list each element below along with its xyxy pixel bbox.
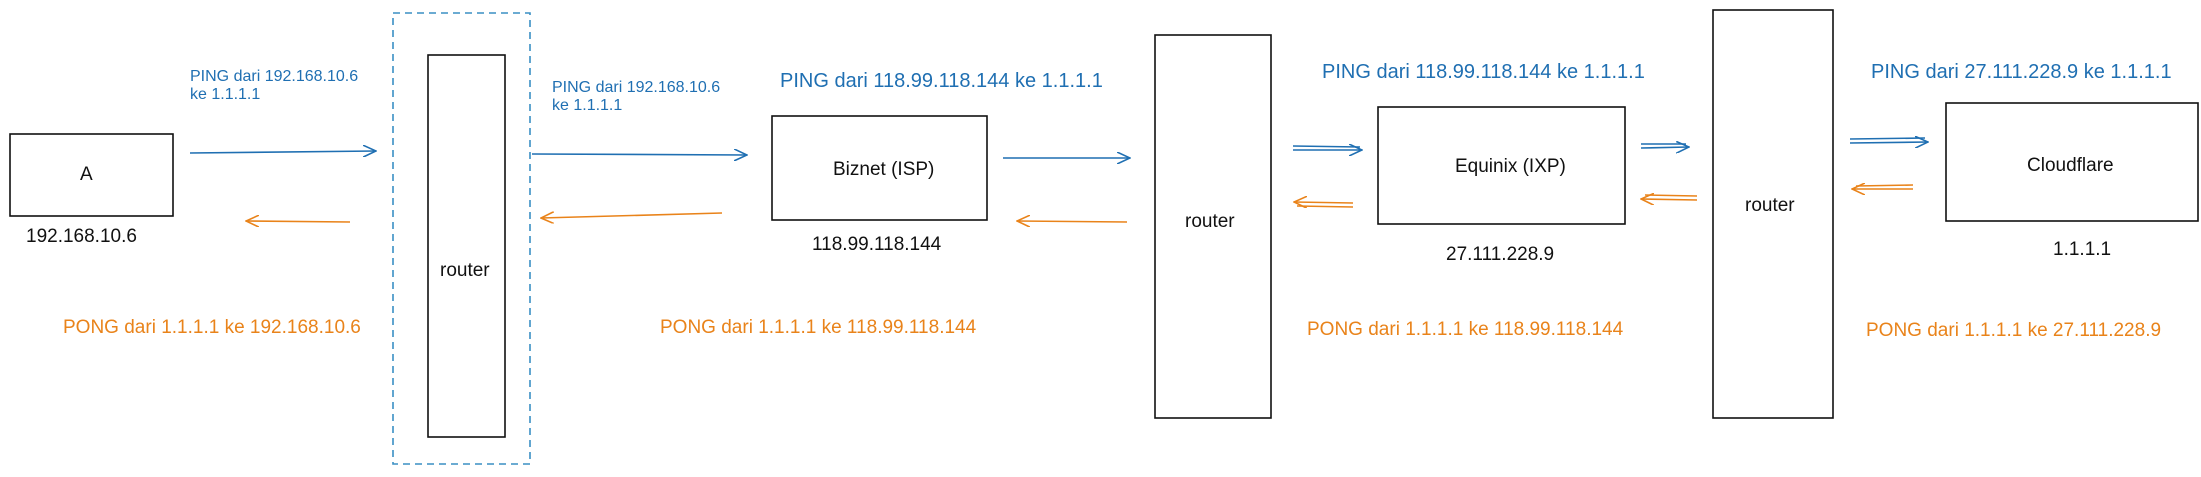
ping-arrow-6 <box>1849 142 1928 143</box>
pong-message-4: PONG dari 1.1.1.1 ke 27.111.228.9 <box>1866 320 2162 341</box>
host-a-label: A <box>80 164 93 185</box>
cloudflare-label: Cloudflare <box>2027 155 2114 176</box>
host-a-box[interactable] <box>9 133 174 217</box>
router-3-label: router <box>1745 195 1795 216</box>
equinix-label: Equinix (IXP) <box>1455 156 1566 177</box>
host-a-ip: 192.168.10.6 <box>26 226 137 247</box>
router-3-box[interactable] <box>1712 9 1834 419</box>
pong-message-3: PONG dari 1.1.1.1 ke 118.99.118.144 <box>1307 319 1624 340</box>
cloudflare-box[interactable] <box>1945 102 2199 222</box>
ping-message-1: PING dari 192.168.10.6 ke 1.1.1.1 <box>190 68 359 104</box>
router-1-box[interactable] <box>427 54 506 438</box>
ping-message-5: PING dari 27.111.228.9 ke 1.1.1.1 <box>1871 61 2172 83</box>
router-2-box[interactable] <box>1154 34 1272 419</box>
router-2-label: router <box>1185 211 1235 232</box>
equinix-ip: 27.111.228.9 <box>1446 244 1555 265</box>
ping-message-4: PING dari 118.99.118.144 ke 1.1.1.1 <box>1322 61 1645 83</box>
pong-message-2: PONG dari 1.1.1.1 ke 118.99.118.144 <box>660 317 977 338</box>
ping-arrow-2 <box>531 154 747 155</box>
biznet-ip: 118.99.118.144 <box>812 234 942 255</box>
ping-message-2: PING dari 192.168.10.6 ke 1.1.1.1 <box>552 79 721 115</box>
pong-arrow-3 <box>1017 221 1128 222</box>
pong-arrow-4 <box>1294 202 1354 203</box>
pong-arrow-2 <box>541 213 723 218</box>
ping-message-3: PING dari 118.99.118.144 ke 1.1.1.1 <box>780 70 1103 92</box>
cloudflare-ip: 1.1.1.1 <box>2053 239 2112 260</box>
pong-message-1: PONG dari 1.1.1.1 ke 192.168.10.6 <box>63 317 361 338</box>
pong-arrow-1 <box>246 221 351 222</box>
ping-arrow-1 <box>189 151 376 153</box>
router-1-label: router <box>440 260 490 281</box>
pong-arrow-5 <box>1641 199 1698 200</box>
router-1-highlight <box>392 12 531 465</box>
biznet-label: Biznet (ISP) <box>833 159 935 180</box>
equinix-box[interactable] <box>1377 106 1626 225</box>
ping-arrow-5 <box>1640 147 1689 148</box>
biznet-box[interactable] <box>771 115 988 221</box>
